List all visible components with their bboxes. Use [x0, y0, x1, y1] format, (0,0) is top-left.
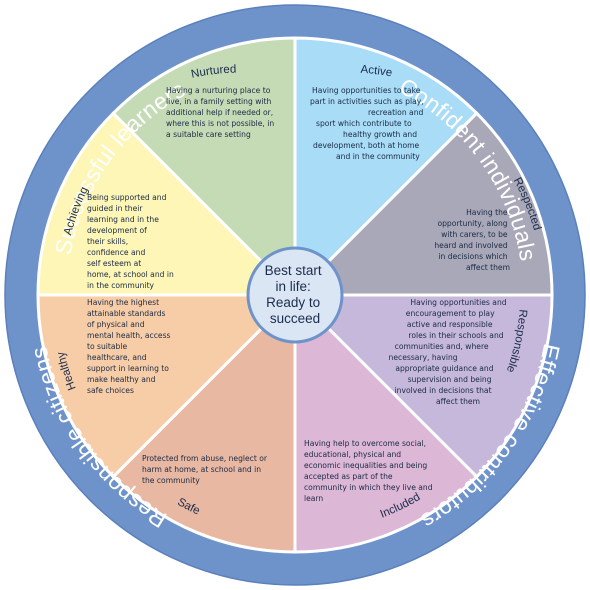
- center-label: Best start in life: Ready to succeed: [265, 263, 326, 326]
- segment-text-line: accepted as part of the: [304, 472, 393, 481]
- center-label-line: succeed: [270, 311, 320, 326]
- segment-text-line: and in the community: [336, 152, 420, 161]
- segment-text-line: opportunity, along: [437, 219, 507, 228]
- segment-text-line: learning and in the: [87, 215, 159, 224]
- segment-text-line: live, in a family setting with: [166, 97, 272, 106]
- segment-responsible: [291, 293, 554, 479]
- segment-text-line: where this is not possible, in: [166, 119, 274, 128]
- segment-text-line: safe choices: [87, 386, 134, 395]
- segment-text-line: confidence and: [87, 248, 145, 257]
- segment-text-line: Having opportunities and: [410, 298, 506, 307]
- segment-text-line: harm at home, at school and in: [142, 465, 261, 474]
- segment-text-line: Having help to overcome social,: [304, 439, 426, 448]
- segment-text-line: communities and, where: [395, 342, 489, 351]
- segment-text-line: Having a nurturing place to: [166, 86, 271, 95]
- segment-text-line: in decisions which: [438, 252, 507, 261]
- center-hub: [248, 248, 342, 342]
- segment-text-line: the community: [142, 476, 200, 485]
- segment-text-line: active and responsible: [407, 320, 493, 329]
- segment-text-line: with carers, to be: [441, 230, 508, 239]
- segment-text-line: in the community: [87, 281, 155, 290]
- segment-text-line: affect them: [466, 263, 510, 272]
- segment-text-line: Having opportunities to take: [312, 86, 421, 95]
- segment-active: [293, 36, 479, 299]
- segment-text-line: their skills,: [87, 237, 128, 246]
- segment-text-line: supervision and being: [408, 375, 492, 384]
- segment-achieving: [36, 111, 299, 297]
- segment-text-line: development, both at home: [313, 141, 419, 150]
- segment-text-line: of physical and: [87, 320, 145, 329]
- segment-text-line: encouragement to play: [406, 309, 495, 318]
- segment-text-healthy: Having the highest attainable standards …: [87, 298, 173, 395]
- segment-text-line: roles in their schools and: [408, 331, 503, 340]
- segment-healthy: [36, 293, 299, 479]
- segment-text-safe: Protected from abuse, neglect or harm at…: [142, 454, 269, 485]
- segment-text-line: support in learning to: [87, 364, 169, 373]
- segment-text-line: involved in decisions that: [395, 386, 492, 395]
- segment-text-line: development of: [87, 226, 147, 235]
- segment-text-line: heard and involved: [434, 241, 507, 250]
- segment-text-line: Being supported and: [87, 193, 167, 202]
- segment-text-line: affect them: [436, 397, 480, 406]
- segments-group: [36, 36, 554, 554]
- segment-text-line: home, at school and in: [87, 270, 174, 279]
- segment-text-line: healthcare, and: [87, 353, 147, 362]
- segment-respected: [291, 111, 554, 297]
- segment-text-line: economic inequalities and being: [304, 461, 427, 470]
- segment-text-line: community in which they live and: [304, 483, 433, 492]
- center-hub-border: [246, 246, 344, 344]
- segment-nurtured: [111, 36, 297, 299]
- segment-text-line: mental health, access: [87, 331, 171, 340]
- segment-safe: [111, 291, 297, 554]
- center-label-line: Best start: [265, 263, 322, 278]
- segment-text-line: Having the: [466, 208, 508, 217]
- segment-text-line: part in activities such as play,: [310, 97, 424, 106]
- segment-text-achieving: Being supported and guided in their lear…: [87, 193, 176, 290]
- segment-text-nurtured: Having a nurturing place to live, in a f…: [166, 86, 277, 139]
- segment-text-line: additional help if needed or,: [166, 108, 273, 117]
- segment-text-line: healthy growth and: [343, 130, 417, 139]
- segment-text-active: Having opportunities to take part in act…: [310, 86, 426, 161]
- segment-text-line: necessary, having: [389, 353, 458, 362]
- segment-text-line: appropriate guidance and: [395, 364, 493, 373]
- center-label-line: in life:: [275, 279, 310, 294]
- segment-text-respected: Having the opportunity, along with carer…: [434, 208, 510, 272]
- segment-text-line: to suitable: [87, 342, 127, 351]
- segment-text-included: Having help to overcome social, educatio…: [304, 439, 435, 503]
- segment-text-line: learn: [304, 494, 323, 503]
- segment-text-line: self esteem at: [87, 259, 141, 268]
- segment-text-line: Protected from abuse, neglect or: [142, 454, 268, 463]
- outer-ring-edge: [4, 4, 586, 586]
- segment-text-line: sport which contribute to: [316, 119, 412, 128]
- segment-text-line: recreation and: [368, 108, 424, 117]
- segment-text-line: a suitable care setting: [166, 130, 251, 139]
- segment-included: [293, 291, 479, 554]
- segment-text-line: educational, physical and: [304, 450, 401, 459]
- segment-text-responsible: Having opportunities and encouragement t…: [389, 298, 509, 406]
- segment-text-line: Having the highest: [87, 298, 159, 307]
- segment-text-line: guided in their: [87, 204, 143, 213]
- center-label-line: Ready to: [266, 295, 320, 310]
- segment-text-line: attainable standards: [87, 309, 166, 318]
- segment-text-line: make healthy and: [87, 375, 156, 384]
